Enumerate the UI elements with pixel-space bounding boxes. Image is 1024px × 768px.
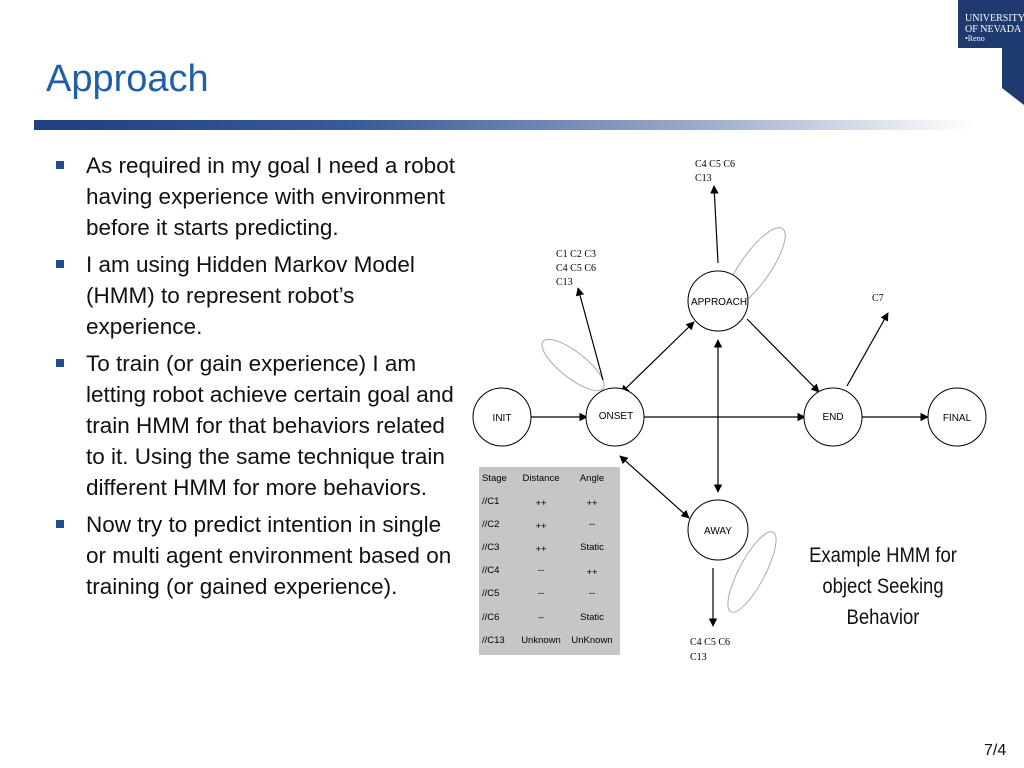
slide-title: Approach — [46, 58, 209, 100]
bullet-list: As required in my goal I need a robot ha… — [52, 150, 467, 608]
bullet-item: To train (or gain experience) I am letti… — [52, 348, 467, 503]
table-header-row: Stage Distance Angle — [479, 473, 620, 493]
hmm-diagram: INIT ONSET APPROACH END FINAL AWAY C4 C5… — [472, 159, 987, 663]
table-cell-stage: //C4 — [482, 565, 500, 576]
table-row: //C3 ++ Static — [479, 542, 620, 562]
square-bullet-icon — [56, 520, 64, 528]
table-cell-angle: -- — [588, 519, 596, 530]
table-cell-stage: //C6 — [482, 612, 500, 623]
logo-text: UNIVERSITY OF NEVADA •Reno — [965, 13, 1024, 43]
away-self-loop — [727, 531, 777, 613]
bullet-item: I am using Hidden Markov Model (HMM) to … — [52, 249, 467, 342]
square-bullet-icon — [56, 359, 64, 367]
caption-line-1: Example HMM for — [809, 544, 957, 567]
table-header-angle: Angle — [579, 473, 605, 484]
state-final — [927, 387, 987, 447]
bullet-text: Now try to predict intention in single o… — [86, 512, 452, 599]
logo-line-2: OF NEVADA — [965, 23, 1022, 35]
table-header-distance: Distance — [522, 473, 560, 484]
diagram-caption: Example HMM for object Seeking Behavior — [795, 540, 971, 633]
university-logo — [958, 0, 1024, 105]
emission-label-away-2: C13 — [690, 652, 707, 663]
table-header-stage: Stage — [482, 473, 507, 484]
title-underline-bar — [34, 120, 974, 130]
state-onset — [585, 387, 645, 447]
table-cell-angle: -- — [588, 588, 596, 599]
table-cell-stage: //C1 — [482, 496, 500, 507]
edge-onset-away — [619, 455, 690, 519]
state-approach — [687, 270, 749, 332]
state-away — [687, 499, 749, 561]
table-cell-stage: //C2 — [482, 519, 500, 530]
state-label-away: AWAY — [704, 526, 732, 537]
table-cell-distance: -- — [537, 565, 545, 576]
table-cell-distance: ++ — [535, 498, 547, 509]
emission-label-end: C7 — [872, 293, 884, 304]
table-cell-angle: ++ — [586, 498, 598, 509]
table-row: //C4 -- ++ — [479, 565, 620, 585]
logo-line-1: UNIVERSITY — [965, 13, 1024, 24]
emission-onset — [575, 287, 604, 381]
emission-label-onset-2: C4 C5 C6 — [556, 263, 596, 274]
bullet-item: Now try to predict intention in single o… — [52, 509, 467, 602]
square-bullet-icon — [56, 260, 64, 268]
state-end — [803, 387, 863, 447]
table-cell-distance: -- — [537, 588, 545, 599]
page-number: 7/4 — [984, 742, 1007, 759]
bullet-text: I am using Hidden Markov Model (HMM) to … — [86, 252, 415, 339]
caption-line-3: Behavior — [846, 606, 920, 629]
table-row: //C2 ++ -- — [479, 519, 620, 539]
bullet-text: To train (or gain experience) I am letti… — [86, 351, 454, 500]
state-label-approach: APPROACH — [691, 297, 747, 308]
onset-self-loop — [541, 338, 605, 392]
emission-label-away-1: C4 C5 C6 — [690, 637, 730, 648]
emission-label-approach-1: C4 C5 C6 — [695, 159, 735, 170]
emission-label-approach-2: C13 — [695, 173, 712, 184]
emission-approach — [710, 185, 719, 264]
bullet-item: As required in my goal I need a robot ha… — [52, 150, 467, 243]
state-label-final: FINAL — [943, 413, 972, 424]
bullet-text: As required in my goal I need a robot ha… — [86, 153, 455, 240]
table-row: //C13 Unknown UnKnown — [479, 635, 620, 655]
emission-end — [846, 312, 889, 387]
table-cell-distance: ++ — [535, 544, 547, 555]
state-label-end: END — [822, 412, 843, 423]
codebook-table: Stage Distance Angle //C1 ++ ++ //C2 ++ … — [479, 467, 620, 655]
table-cell-stage: //C5 — [482, 588, 500, 599]
edge-onset-approach — [620, 321, 695, 394]
caption-line-2: object Seeking — [822, 575, 944, 598]
table-cell-stage: //C13 — [482, 635, 505, 646]
table-cell-stage: //C3 — [482, 542, 500, 553]
table-row: //C1 ++ ++ — [479, 496, 620, 516]
table-cell-angle: ++ — [586, 567, 598, 578]
table-cell-distance: ++ — [535, 521, 547, 532]
table-cell-angle: UnKnown — [571, 635, 613, 646]
emission-label-onset-3: C13 — [556, 277, 573, 288]
state-init — [472, 387, 532, 447]
state-label-init: INIT — [493, 413, 512, 424]
table-row: //C5 -- -- — [479, 588, 620, 608]
logo-line-3: •Reno — [965, 34, 985, 43]
square-bullet-icon — [56, 161, 64, 169]
table-cell-distance: – — [538, 612, 544, 623]
table-cell-angle: Static — [580, 542, 604, 553]
edge-approach-end — [746, 318, 820, 393]
table-row: //C6 – Static — [479, 612, 620, 632]
state-label-onset: ONSET — [599, 411, 633, 422]
table-cell-angle: Static — [580, 612, 604, 623]
emission-label-onset-1: C1 C2 C3 — [556, 249, 596, 260]
table-cell-distance: Unknown — [521, 635, 561, 646]
